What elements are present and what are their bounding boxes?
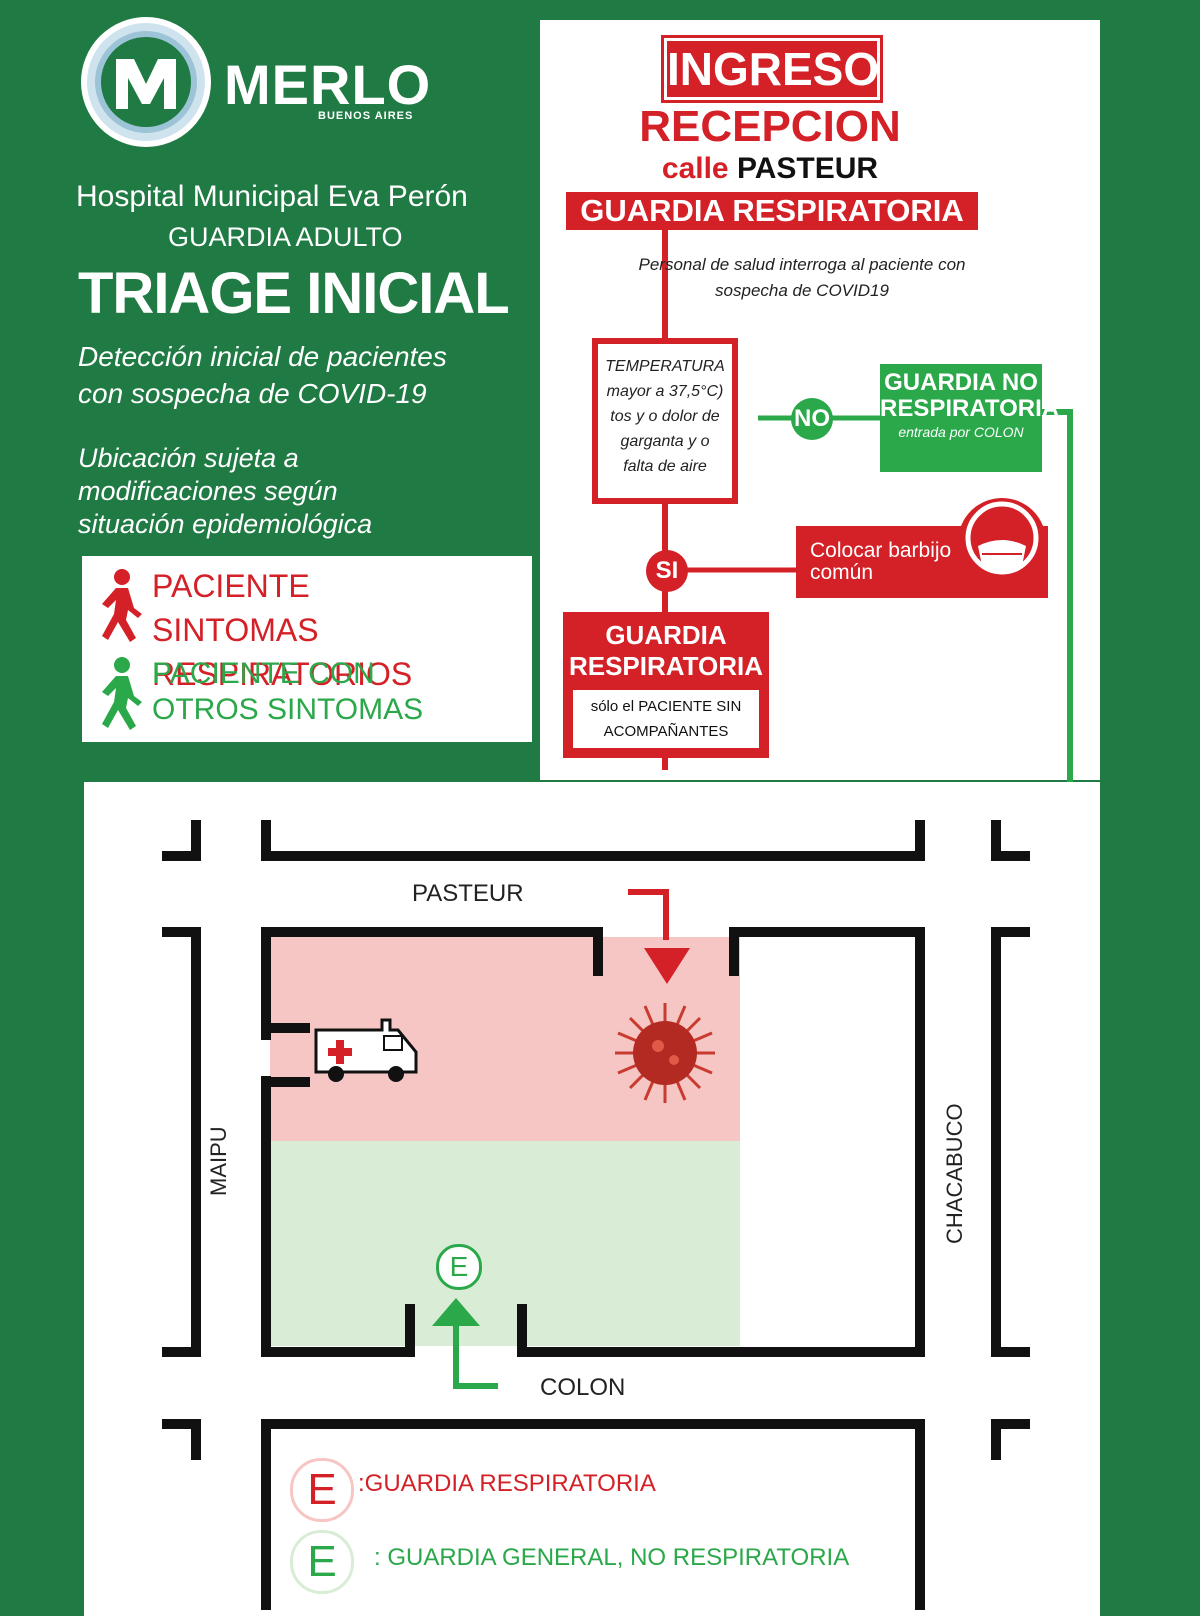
si-badge: SI [646, 550, 688, 592]
logo-name: MERLO [224, 53, 432, 116]
logo-sub: BUENOS AIRES [318, 110, 414, 122]
walking-person-red-icon [102, 569, 142, 642]
face-mask-icon [958, 498, 1046, 586]
patient-legend: PACIENTE SINTOMAS RESPIRATORIOS PACIENTE… [82, 556, 532, 742]
department: GUARDIA ADULTO [168, 222, 403, 252]
resp-box: GUARDIA RESPIRATORIA sólo el PACIENTE SI… [563, 612, 769, 758]
map-legend-red-label: :GUARDIA RESPIRATORIA [358, 1470, 656, 1497]
personal-note: Personal de salud interroga al paciente … [638, 255, 966, 300]
subtitle: Detección inicial de pacientes con sospe… [78, 341, 447, 409]
no-badge: NO [791, 398, 833, 440]
legend-other-label: PACIENTE CON OTROS SINTOMAS [152, 657, 424, 726]
calle-name: PASTEUR [736, 152, 879, 185]
calle-line: calle PASTEUR [590, 152, 950, 186]
guardia-resp-banner: GUARDIA RESPIRATORIA [566, 192, 978, 230]
resp-box-sub: sólo el PACIENTE SIN ACOMPAÑANTES [573, 690, 759, 748]
walking-person-green-icon [102, 657, 142, 730]
hospital-name: Hospital Municipal Eva Perón [76, 180, 468, 213]
resp-box-title: GUARDIA RESPIRATORIA [568, 620, 764, 681]
note: Ubicación sujeta a modificaciones según … [78, 443, 373, 539]
page-title: TRIAGE INICIAL [78, 261, 510, 326]
calle-prefix: calle [661, 152, 729, 185]
entrance-marker-green: E [436, 1244, 482, 1290]
map-legend-red-icon: E [290, 1458, 354, 1522]
map-legend-green-icon: E [290, 1530, 354, 1594]
recepcion-label: RECEPCION [639, 102, 901, 151]
temperature-box: TEMPERATURA mayor a 37,5°C) tos y o dolo… [592, 338, 738, 504]
barbijo-label: Colocar barbijo común [810, 539, 952, 584]
no-resp-box: GUARDIA NO RESPIRATORIA entrada por COLO… [880, 364, 1060, 472]
street-pasteur: PASTEUR [412, 880, 524, 907]
virus-icon [615, 1003, 715, 1103]
street-colon: COLON [540, 1374, 626, 1401]
street-chacabuco: CHACABUCO [942, 1103, 967, 1244]
map-legend-green-label: : GUARDIA GENERAL, NO RESPIRATORIA [374, 1544, 850, 1571]
logo: MERLO BUENOS AIRES [78, 14, 430, 154]
merlo-logo-icon [81, 17, 211, 147]
street-maipu: MAIPU [206, 1126, 231, 1196]
no-resp-sub: entrada por COLON [898, 424, 1024, 440]
legend-resp-label: PACIENTE SINTOMAS RESPIRATORIOS [152, 568, 413, 692]
no-resp-title: GUARDIA NO RESPIRATORIA [880, 369, 1060, 422]
ambulance-icon [314, 1018, 418, 1082]
ingreso-tag: INGRESO [661, 35, 883, 103]
